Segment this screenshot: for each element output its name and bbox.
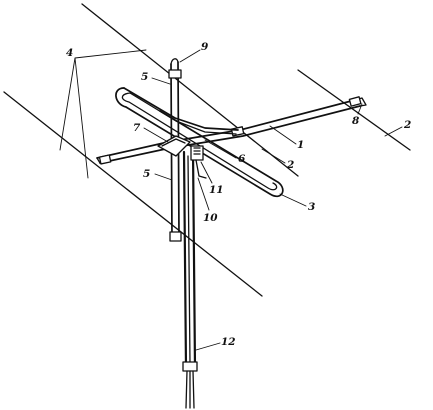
feed-box [190, 145, 204, 161]
leader-lines [59, 49, 403, 351]
boom-lower-edge [99, 105, 361, 164]
mast-lower-right [191, 148, 197, 370]
boom-left-end [96, 157, 101, 164]
leader-5a [151, 77, 171, 85]
label-8: 8 [352, 115, 360, 127]
boom-left-clamp [98, 154, 112, 165]
hub-plate-shade [161, 138, 186, 147]
label-4: 4 [66, 47, 73, 59]
label-7: 7 [133, 122, 141, 134]
feed-box-shade [193, 147, 201, 155]
loop-outer [115, 87, 284, 198]
loop-feed-arm-inner [129, 92, 237, 135]
label-9: 9 [201, 41, 209, 53]
leader-6 [204, 139, 237, 159]
leader-1 [269, 125, 297, 145]
label-2-mid: 2 [286, 159, 294, 171]
mast [168, 58, 198, 409]
mast-top-clamp [168, 69, 182, 79]
guide-line-top [81, 3, 299, 177]
leader-12 [195, 342, 221, 351]
leader-7 [143, 127, 169, 143]
label-12: 12 [221, 336, 236, 348]
guide-line-upper [3, 91, 263, 297]
label-5-lower: 5 [143, 168, 150, 180]
mast-base-clamp [182, 361, 198, 372]
loop-inner [121, 92, 278, 191]
leader-11 [200, 161, 213, 184]
leader-10 [197, 177, 210, 211]
mast-lower-shade [187, 155, 191, 365]
feed-clip [195, 159, 207, 179]
callouts: 4 9 5 7 6 5 11 10 1 2 2 8 3 12 [66, 41, 411, 348]
label-5-upper: 5 [141, 71, 148, 83]
mast-lower-clamp [169, 231, 182, 242]
cable-left [185, 370, 188, 409]
leader-5b [154, 173, 173, 181]
loop-feed-arm [123, 87, 239, 131]
label-3: 3 [308, 201, 315, 213]
boom-right-clamp [348, 96, 362, 107]
label-11: 11 [209, 184, 224, 196]
leader-2-right [384, 126, 403, 137]
label-1: 1 [297, 139, 304, 151]
leader-9 [179, 49, 201, 63]
guide-lines [3, 3, 411, 297]
cable-right [192, 370, 195, 409]
leader-8 [357, 103, 363, 115]
guide-line-right [297, 69, 411, 151]
label-2-right: 2 [403, 119, 411, 131]
loop-dipole [115, 87, 284, 198]
mast-top-cap [170, 58, 179, 65]
boom-upper-edge [96, 99, 356, 159]
boom-mid-clamp [230, 126, 245, 137]
feed-hub [157, 135, 207, 179]
label-6: 6 [238, 153, 246, 165]
mast-lower-left [182, 150, 188, 370]
leader-4 [59, 49, 147, 179]
leader-3 [279, 193, 307, 207]
leader-2-mid [261, 148, 286, 164]
label-10: 10 [203, 212, 218, 224]
